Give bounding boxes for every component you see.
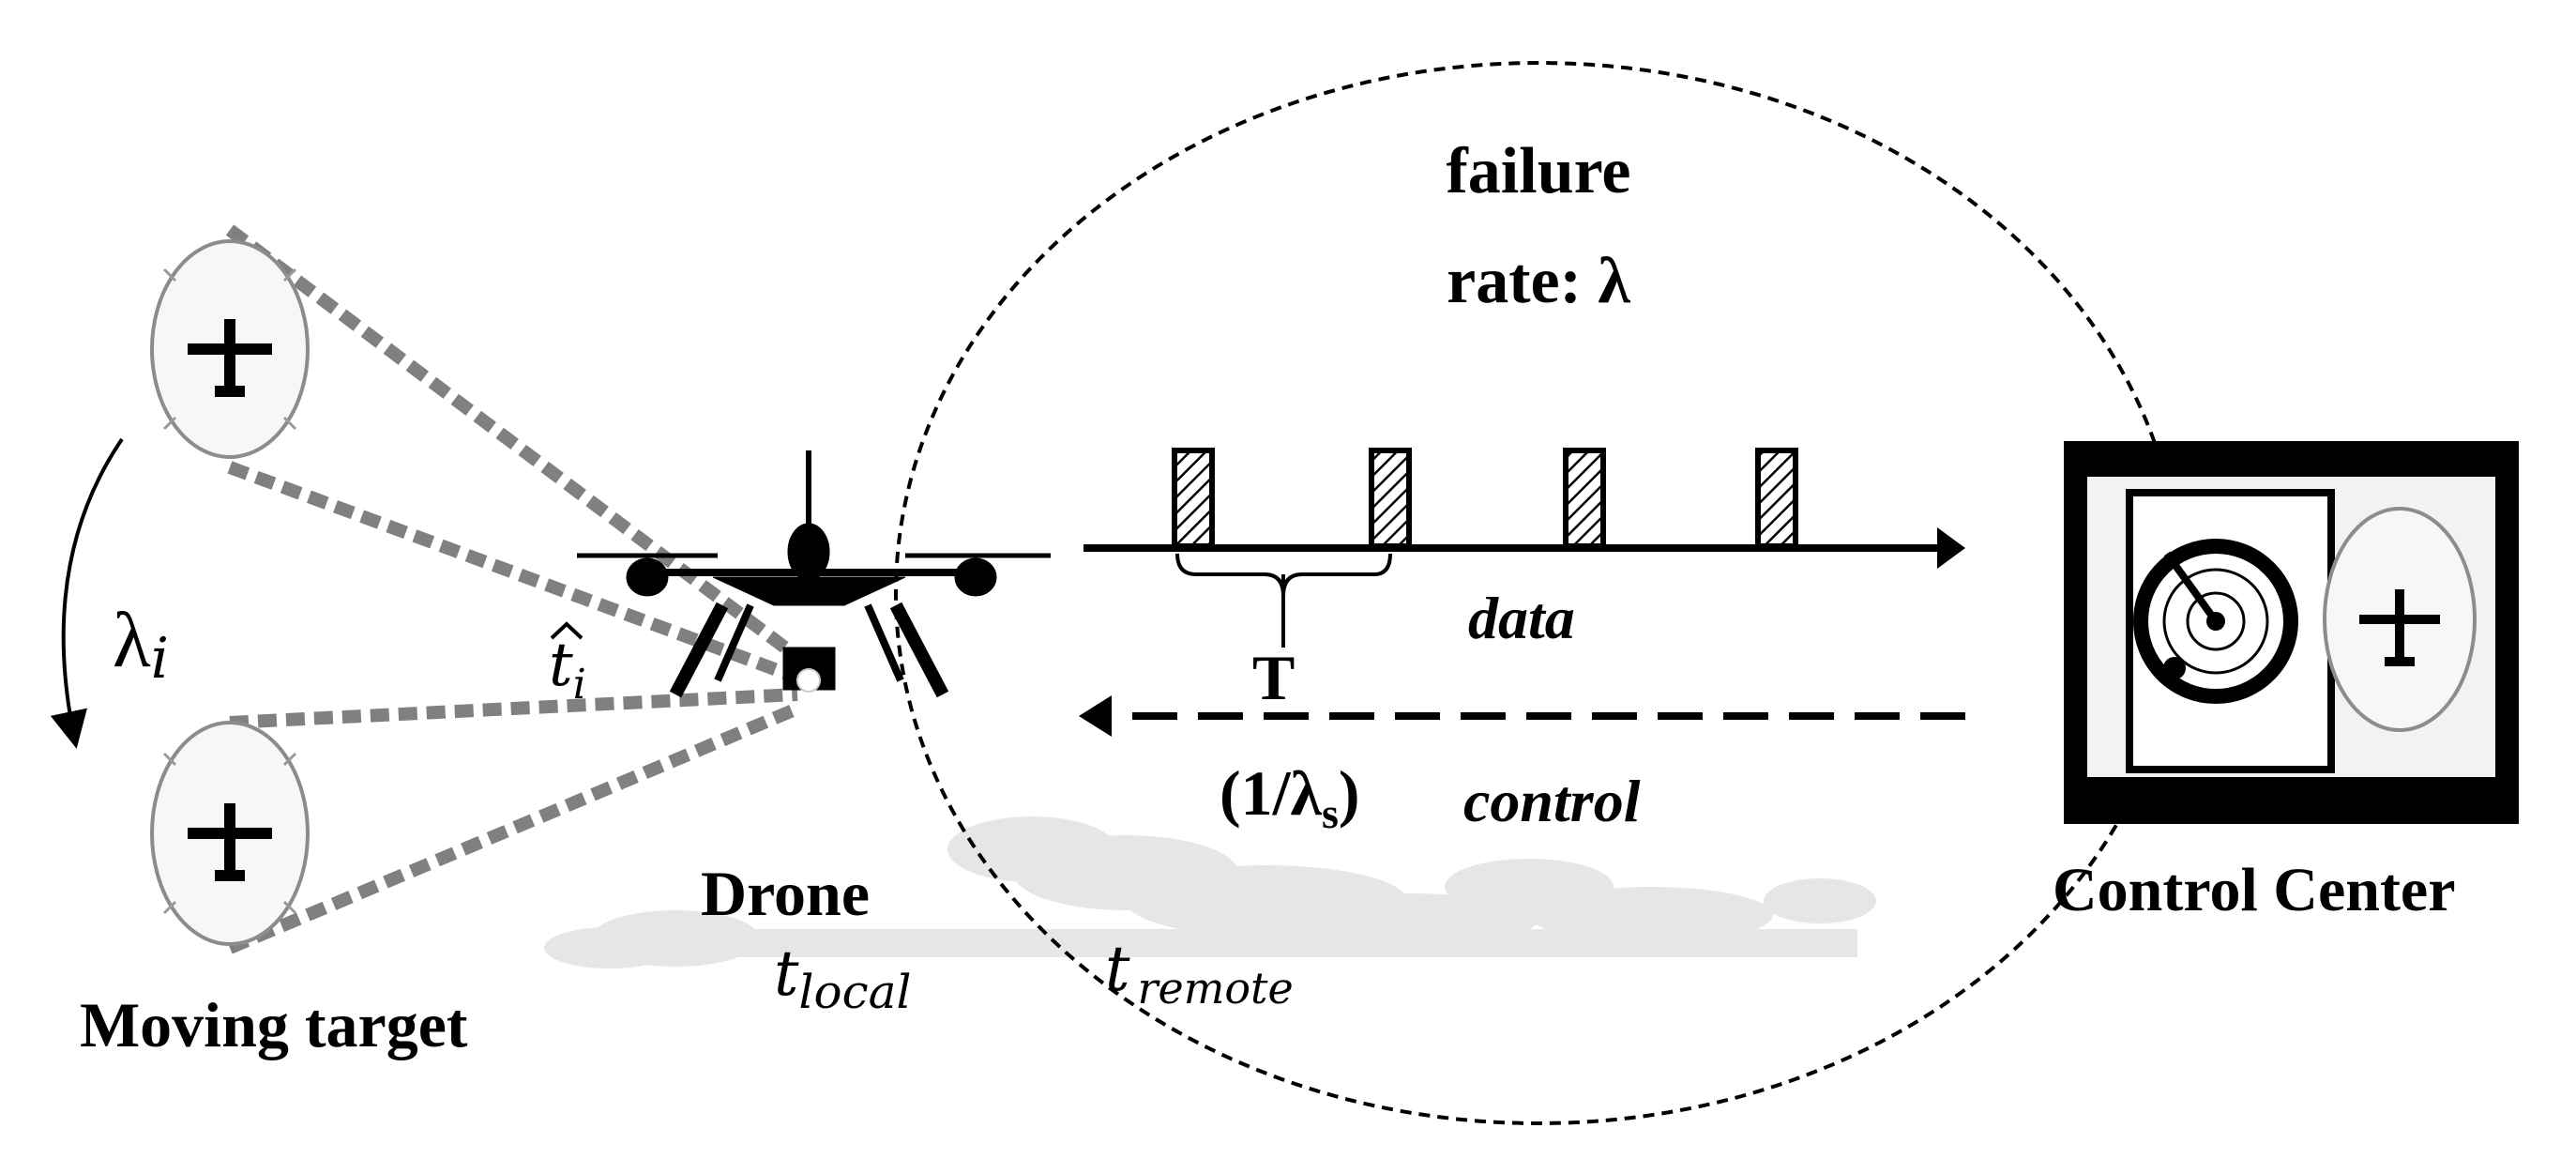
failure-title-line1: failure	[1446, 135, 1630, 207]
t-hat-label: ti	[549, 631, 586, 709]
t-local-label: tlocal	[774, 938, 911, 1019]
motion-arrow	[50, 437, 124, 749]
radar-screen-icon	[2064, 441, 2519, 824]
target-plane-icon	[150, 239, 310, 459]
control-label: control	[1463, 768, 1641, 834]
data-packet-icon	[1172, 448, 1798, 549]
target-plane-icon	[150, 721, 310, 946]
failure-title-line2: rate: λ	[1447, 245, 1630, 317]
moving-target-label: Moving target	[80, 989, 468, 1060]
control-center-label: Control Center	[2053, 856, 2456, 924]
drone-label: Drone	[701, 858, 870, 929]
camera-beams	[225, 224, 802, 954]
data-label: data	[1468, 585, 1575, 651]
cloud-icon	[544, 816, 1876, 968]
control-rate-label: (1/λs)	[1220, 757, 1360, 837]
drone-icon	[577, 450, 1051, 698]
hat-accent	[550, 621, 583, 640]
lambda-i-label: λi	[113, 597, 169, 692]
period-label: T	[1252, 642, 1295, 713]
